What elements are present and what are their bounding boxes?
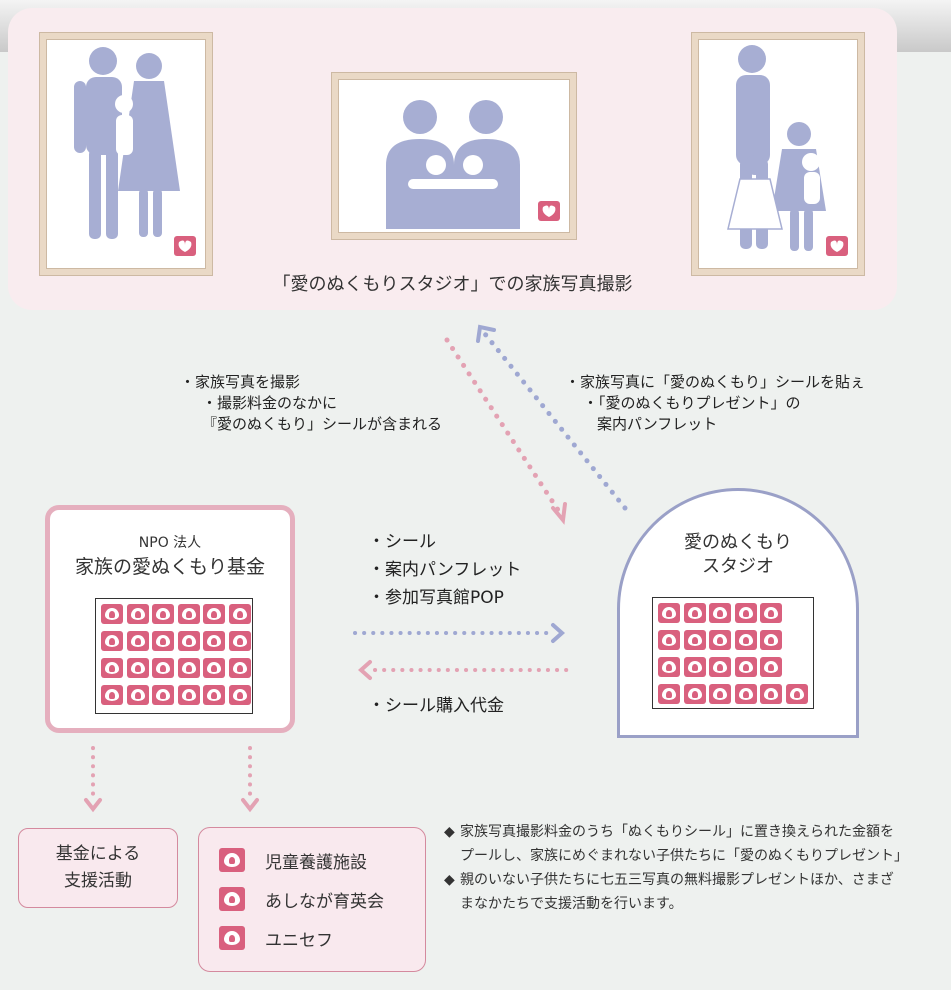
- heart-seal-icon: [203, 685, 225, 705]
- npo-title: 家族の愛ぬくもり基金: [74, 556, 265, 578]
- heart-seal-icon: [203, 604, 225, 624]
- family-figure-icon: [386, 100, 520, 229]
- heart-seal-icon: [126, 685, 149, 705]
- heart-seal-icon: [219, 887, 245, 911]
- heart-seal-icon: [126, 658, 149, 678]
- seal-sheet-npo: [95, 598, 253, 714]
- heart-seal-icon: [658, 684, 680, 704]
- heart-seal-icon: [709, 603, 731, 623]
- heart-seal-icon: [152, 685, 174, 705]
- heart-seal-icon: [203, 658, 225, 678]
- heart-seal-icon: [152, 658, 174, 678]
- note-item: ◆ 親のいない子供たちに七五三写真の無料撮影プレゼントほか、さまざまなかたちで支…: [444, 868, 904, 916]
- heart-seal-icon: [683, 684, 706, 704]
- heart-seal-icon: [177, 685, 200, 705]
- npo-box: NPO 法人 家族の愛ぬくもり基金: [45, 505, 295, 733]
- heart-seal-icon: [760, 630, 782, 650]
- heart-seal-icon: [734, 657, 757, 677]
- note-text: 親のいない子供たちに七五三写真の無料撮影プレゼントほか、さまざまなかたちで支援活…: [460, 872, 894, 912]
- middle-items: ・シール ・案内パンフレット ・参加写真館POP: [368, 528, 521, 612]
- heart-seal-icon: [683, 603, 706, 623]
- heart-seal-icon: [658, 657, 680, 677]
- left-flow-line-3: 『愛のぬくもり」シールが含まれる: [202, 415, 443, 433]
- heart-seal-icon: [203, 631, 225, 651]
- heart-seal-icon: [785, 684, 808, 704]
- heart-seal-icon: [101, 685, 123, 705]
- photo-frame-left: [40, 33, 212, 275]
- photo-frame-center: [332, 73, 576, 239]
- heart-seal-icon: [760, 657, 782, 677]
- diamond-bullet-icon: ◆: [444, 824, 455, 840]
- heart-seal-icon: [228, 685, 251, 705]
- studio-title: 愛のぬくもり スタジオ: [620, 531, 856, 579]
- studio-box: 愛のぬくもり スタジオ: [617, 488, 859, 738]
- organization-box: 児童養護施設 あしなが育英会 ユニセフ: [198, 827, 426, 972]
- heart-seal-icon: [760, 603, 782, 623]
- heart-seal-icon: [228, 658, 251, 678]
- fund-line-2: 支援活動: [64, 871, 132, 891]
- org-label: ユニセフ: [265, 931, 333, 951]
- heart-seal-icon: [683, 657, 706, 677]
- heart-seal-icon: [709, 630, 731, 650]
- left-flow-line-1: ・家族写真を撮影: [180, 373, 301, 391]
- heart-seal-icon: [126, 631, 149, 651]
- heart-seal-icon: [101, 604, 123, 624]
- photo-frame-right: [692, 33, 864, 275]
- heart-seal-icon: [177, 604, 200, 624]
- note-text: 家族写真撮影料金のうち「ぬくもりシール」に置き換えられた金額をプールし、家族にめ…: [460, 824, 908, 864]
- left-flow-line-2: ・撮影料金のなかに: [202, 394, 338, 412]
- heart-seal-icon: [228, 631, 251, 651]
- heart-seal-icon: [219, 848, 245, 872]
- heart-seal-icon: [228, 604, 251, 624]
- family-figure-icon: [727, 45, 826, 251]
- right-flow-line-2: ・「愛のぬくもりプレゼント」の: [583, 394, 801, 412]
- family-figure-icon: [74, 47, 180, 239]
- fund-line-1: 基金による: [55, 844, 141, 864]
- left-flow-label: ・家族写真を撮影 ・撮影料金のなかに 『愛のぬくもり」シールが含まれる: [180, 372, 442, 435]
- studio-title-line1: 愛のぬくもり: [684, 532, 792, 553]
- heart-seal-icon: [174, 236, 196, 256]
- heart-seal-icon: [152, 631, 174, 651]
- org-item: 児童養護施設: [219, 845, 419, 875]
- studio-title-line2: スタジオ: [702, 556, 774, 577]
- heart-seal-icon: [658, 630, 680, 650]
- right-flow-line-1: ・家族写真に「愛のぬくもり」シールを貼ぇ: [565, 373, 866, 391]
- heart-seal-icon: [709, 657, 731, 677]
- fund-support-box: 基金による 支援活動: [18, 828, 178, 908]
- note-item: ◆ 家族写真撮影料金のうち「ぬくもりシール」に置き換えられた金額をプールし、家族…: [444, 820, 908, 868]
- heart-seal-icon: [826, 236, 848, 256]
- org-label: あしなが育英会: [265, 892, 384, 912]
- heart-seal-icon: [734, 630, 757, 650]
- seal-sheet-studio: [652, 597, 814, 709]
- right-flow-label: ・家族写真に「愛のぬくもり」シールを貼ぇ ・「愛のぬくもりプレゼント」の 案内パ…: [565, 372, 951, 435]
- org-item: あしなが育英会: [219, 884, 419, 914]
- heart-seal-icon: [219, 926, 245, 950]
- middle-item-seal: ・シール: [368, 532, 436, 552]
- right-flow-line-3: 案内パンフレット: [597, 415, 718, 433]
- heart-seal-icon: [101, 658, 123, 678]
- heart-seal-icon: [126, 604, 149, 624]
- heart-seal-icon: [177, 631, 200, 651]
- heart-seal-icon: [152, 604, 174, 624]
- heart-seal-icon: [734, 603, 757, 623]
- notes: ◆ 家族写真撮影料金のうち「ぬくもりシール」に置き換えられた金額をプールし、家族…: [444, 820, 908, 916]
- heart-seal-icon: [734, 684, 757, 704]
- heart-seal-icon: [177, 658, 200, 678]
- heart-seal-icon: [101, 631, 123, 651]
- heart-seal-icon: [760, 684, 782, 704]
- middle-item-pop: ・参加写真館POP: [368, 588, 504, 608]
- middle-item-pamphlet: ・案内パンフレット: [368, 560, 522, 580]
- heart-seal-icon: [658, 603, 680, 623]
- heart-seal-icon: [538, 201, 560, 221]
- diamond-bullet-icon: ◆: [444, 872, 455, 888]
- photo-caption: 「愛のぬくもりスタジオ」での家族写真撮影: [272, 274, 633, 295]
- org-item: ユニセフ: [219, 923, 419, 953]
- npo-subtitle: NPO 法人: [138, 535, 202, 551]
- org-label: 児童養護施設: [265, 853, 367, 873]
- heart-seal-icon: [683, 630, 706, 650]
- payment-label: ・シール購入代金: [368, 696, 504, 716]
- heart-seal-icon: [709, 684, 731, 704]
